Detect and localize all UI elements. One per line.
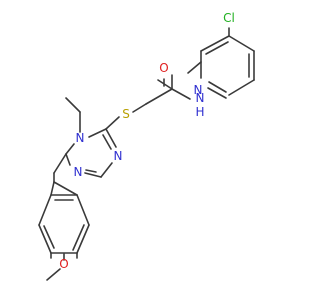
triazole-n4-label: N: [76, 131, 85, 145]
sulfur-label: S: [122, 107, 130, 121]
bond: [132, 103, 147, 113]
bond: [100, 162, 113, 178]
bond: [65, 143, 75, 155]
atom-labels: Cl O N H N S N N N O: [59, 11, 235, 271]
bond: [65, 97, 81, 113]
pyridine-nitrogen-label: N: [194, 83, 203, 97]
bond: [187, 61, 202, 74]
bond: [207, 87, 227, 99]
bond: [88, 128, 107, 138]
bond: [65, 153, 71, 166]
bond: [208, 81, 227, 93]
bond: [84, 172, 102, 178]
bond: [200, 35, 230, 52]
amide-nitrogen-label: N: [196, 91, 205, 105]
triazole-n2-label: N: [114, 149, 123, 163]
bonds: [38, 27, 255, 281]
bond: [53, 153, 67, 174]
bond: [38, 224, 52, 254]
bond: [228, 79, 255, 96]
bond: [53, 181, 78, 196]
bond: [43, 225, 55, 249]
bond: [102, 134, 112, 150]
bond: [205, 41, 229, 55]
carbonyl-oxygen-label: O: [159, 61, 168, 75]
bond: [105, 116, 120, 130]
bond: [85, 169, 97, 173]
bond: [105, 128, 117, 148]
bond: [76, 224, 90, 254]
chlorine-label: Cl: [223, 11, 235, 25]
amide-hydrogen-label: H: [195, 105, 204, 119]
bond: [50, 181, 55, 196]
bond: [72, 224, 85, 251]
bond: [228, 35, 255, 52]
bond: [38, 194, 52, 226]
bond: [145, 88, 173, 105]
bond: [76, 194, 90, 226]
methoxy-oxygen-label: O: [59, 257, 68, 271]
bond: [46, 268, 61, 281]
bond: [171, 88, 191, 100]
triazole-n1-label: N: [74, 165, 83, 179]
bond: [157, 79, 173, 90]
molecule-diagram: Cl O N H N S N N N O: [38, 11, 255, 281]
structure-svg: Cl O N H N S N N N O: [38, 11, 255, 281]
